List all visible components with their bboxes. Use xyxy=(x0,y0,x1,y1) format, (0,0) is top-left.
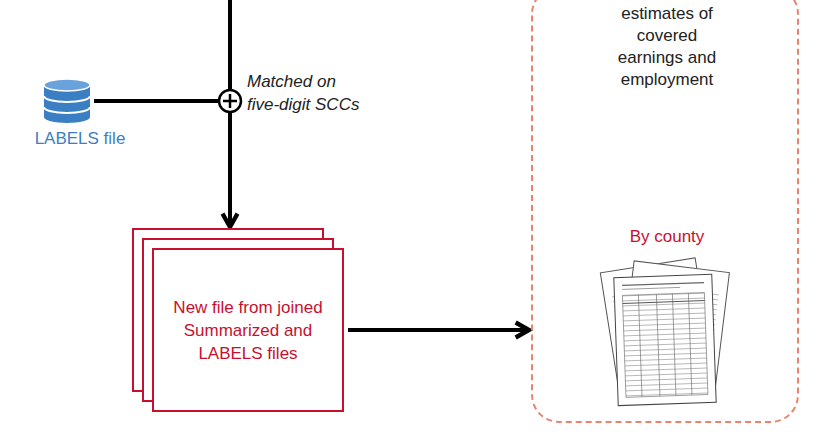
flow-arrow xyxy=(94,101,230,227)
edge-label: Matched on five-digit SCCs xyxy=(247,70,367,116)
database-icon xyxy=(42,78,92,124)
merge-plus-symbol xyxy=(219,90,241,112)
incoming-line xyxy=(228,0,232,90)
output-region: estimates of covered earnings and employ… xyxy=(531,0,799,423)
file-label: LABELS file xyxy=(20,128,140,150)
region-subheading: By county xyxy=(533,226,801,248)
file-box-text: New file from joined Summarized and LABE… xyxy=(170,296,326,365)
flow-arrow xyxy=(348,328,529,332)
stacked-file-box: New file from joined Summarized and LABE… xyxy=(132,228,344,412)
front-page: New file from joined Summarized and LABE… xyxy=(152,248,344,412)
document-stack-icon xyxy=(592,250,742,412)
region-heading: estimates of covered earnings and employ… xyxy=(612,3,722,91)
